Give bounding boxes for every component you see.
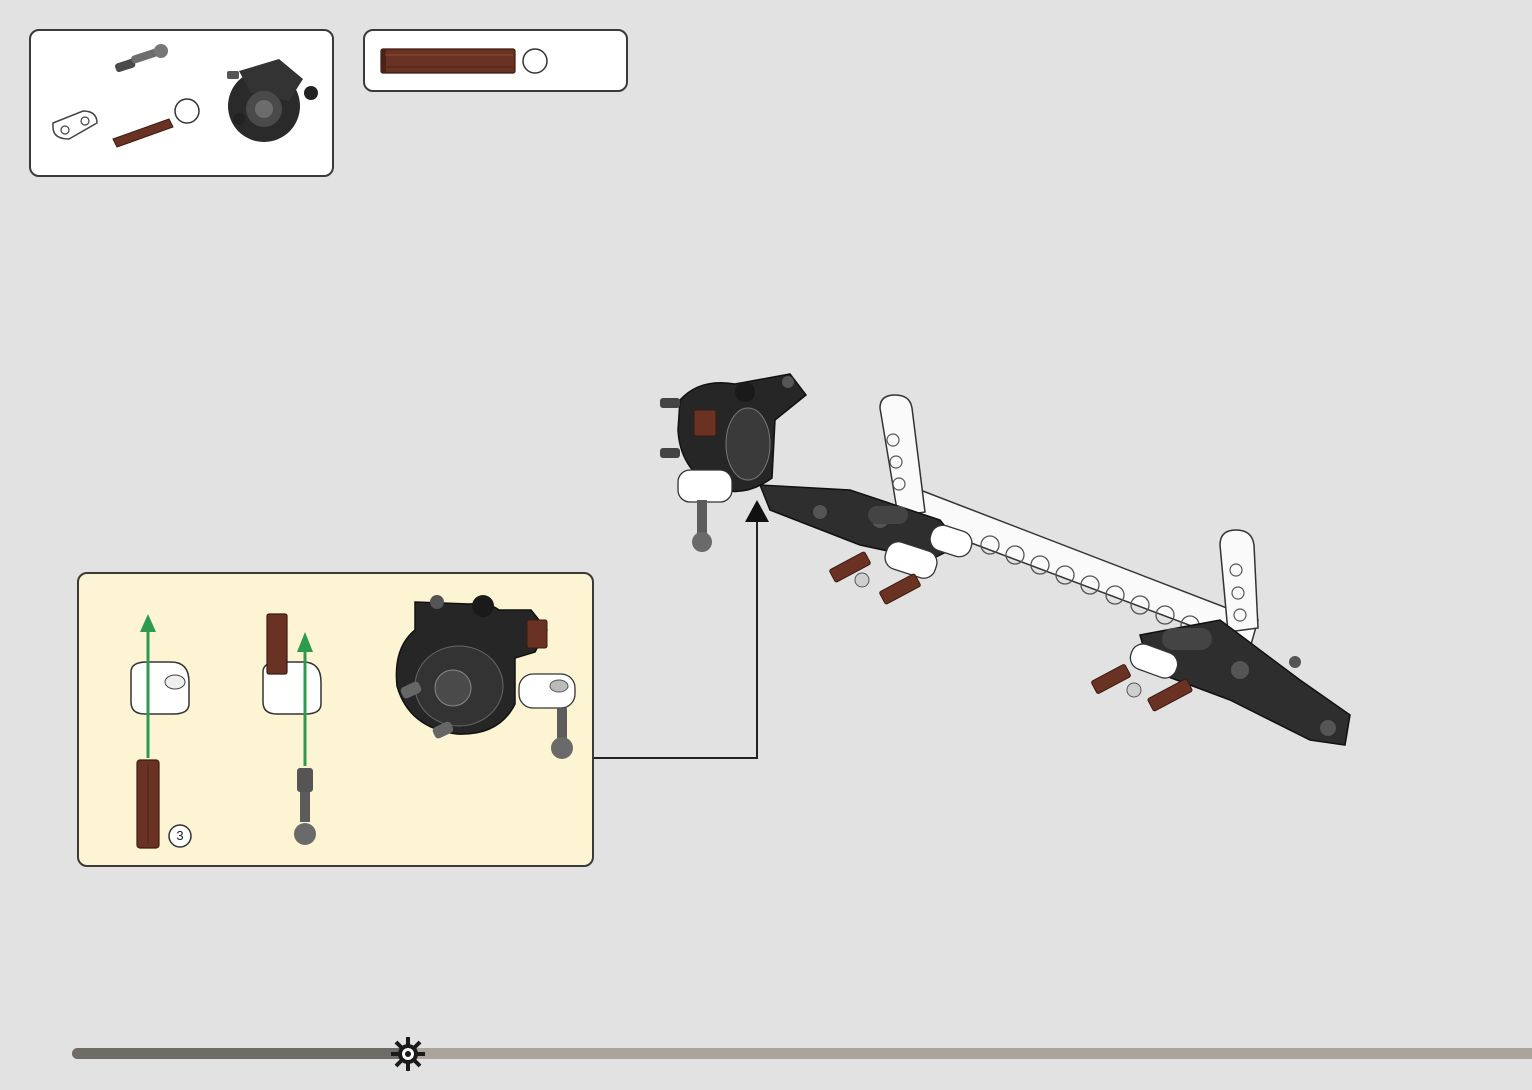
- progress-bar: [72, 1048, 1532, 1059]
- sub-assembly-illustration: [79, 574, 596, 869]
- count-label-axle-sub: 3: [169, 825, 191, 847]
- steering-hub-assembly: [660, 374, 806, 552]
- sub-step-pin: [263, 614, 321, 845]
- sub-step-axle: [131, 614, 191, 848]
- arrow-up-icon: [297, 632, 313, 652]
- arrow-up-icon: [140, 614, 156, 632]
- upright-beam-left: [880, 395, 925, 516]
- callout-line: [594, 518, 757, 758]
- arrow-up-icon: [745, 500, 769, 522]
- suspension-arm-right: [1140, 620, 1350, 745]
- sub-assembly-callout: 3: [77, 572, 594, 867]
- progress-bar-fill: [72, 1048, 408, 1059]
- gear-icon: [390, 1036, 426, 1072]
- sub-step-hub: [396, 595, 575, 759]
